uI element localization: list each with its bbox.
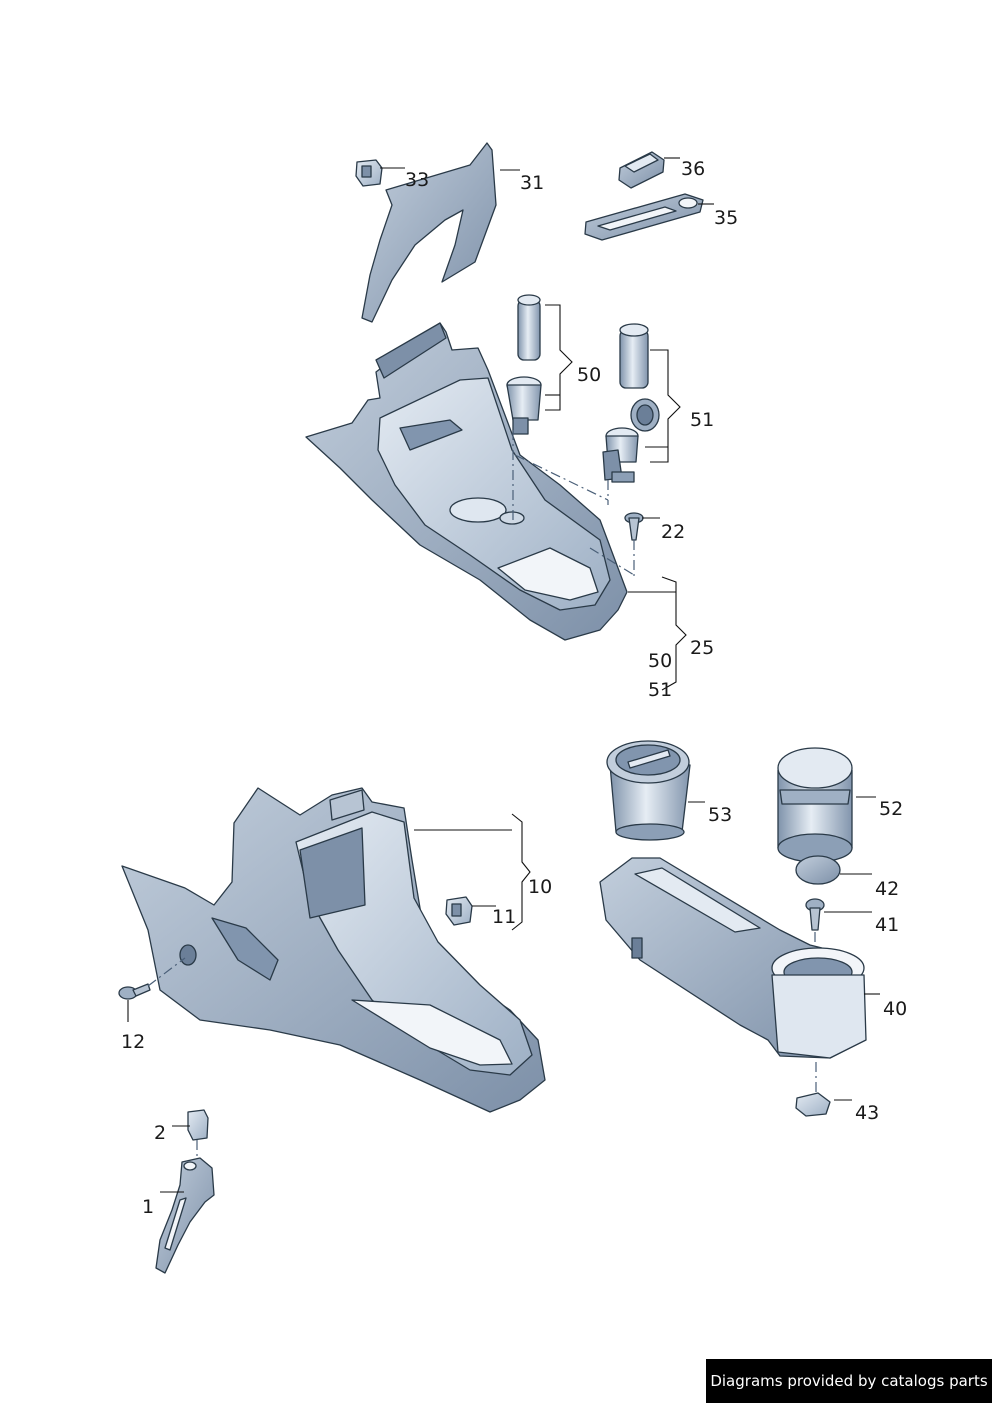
lighter-50 bbox=[506, 294, 542, 435]
label-11: 11 bbox=[492, 906, 516, 928]
label-50-lighter: 50 bbox=[577, 364, 601, 386]
center-console-25 bbox=[305, 322, 628, 641]
label-36: 36 bbox=[681, 158, 705, 180]
cup-insert-53 bbox=[606, 740, 691, 841]
leader-lines bbox=[127, 157, 880, 1193]
label-22: 22 bbox=[661, 521, 685, 543]
bracket-1 bbox=[155, 1140, 215, 1274]
armrest-40 bbox=[599, 857, 867, 1059]
label-25: 25 bbox=[690, 637, 714, 659]
label-53: 53 bbox=[708, 804, 732, 826]
label-2: 2 bbox=[154, 1122, 166, 1144]
label-41: 41 bbox=[875, 914, 899, 936]
screw-12 bbox=[118, 957, 186, 1000]
label-50-ref: 50 bbox=[648, 650, 672, 672]
cap-42 bbox=[795, 855, 841, 885]
label-43: 43 bbox=[855, 1102, 879, 1124]
label-51-socket: 51 bbox=[690, 409, 714, 431]
switch-36 bbox=[618, 151, 665, 189]
label-52: 52 bbox=[879, 798, 903, 820]
label-10: 10 bbox=[528, 876, 552, 898]
assembly-lines-top bbox=[512, 430, 635, 580]
label-51-ref: 51 bbox=[648, 679, 672, 701]
label-35: 35 bbox=[714, 207, 738, 229]
clip-2 bbox=[187, 1109, 209, 1141]
frame-35 bbox=[584, 193, 704, 241]
footer-text: Diagrams provided by catalogs parts bbox=[710, 1372, 988, 1390]
socket-51 bbox=[602, 323, 660, 483]
label-1: 1 bbox=[142, 1196, 154, 1218]
console-body-10 bbox=[121, 787, 546, 1113]
screw-22 bbox=[624, 512, 644, 541]
clip-43 bbox=[795, 1062, 831, 1117]
clip-11 bbox=[445, 896, 473, 926]
footer-banner: Diagrams provided by catalogs parts bbox=[706, 1359, 992, 1403]
clip-33 bbox=[355, 159, 383, 187]
label-31: 31 bbox=[520, 172, 544, 194]
trim-panel-31 bbox=[361, 142, 497, 323]
label-12: 12 bbox=[121, 1031, 145, 1053]
cup-52 bbox=[777, 747, 853, 863]
label-40: 40 bbox=[883, 998, 907, 1020]
label-33: 33 bbox=[405, 169, 429, 191]
label-42: 42 bbox=[875, 878, 899, 900]
